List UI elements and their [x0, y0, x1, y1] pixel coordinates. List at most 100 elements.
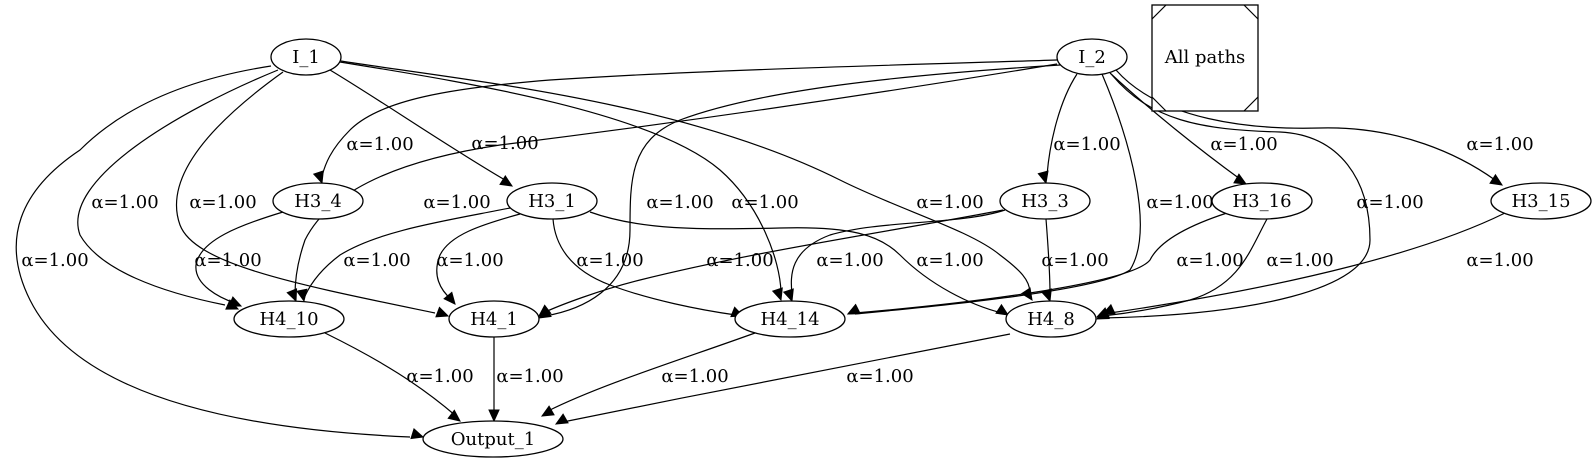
arrowhead-icon — [410, 428, 425, 440]
legend-label: All paths — [1164, 47, 1246, 68]
arrowhead-icon — [1101, 303, 1116, 315]
arrowhead-icon — [846, 303, 861, 315]
edge-weight-label: α=1.00 — [1176, 250, 1243, 271]
edge-h3-1-to-h4-14: α=1.00 — [552, 218, 745, 318]
node-label: H3_4 — [294, 191, 342, 212]
edge-line — [1109, 212, 1506, 314]
legend-corner — [1243, 4, 1259, 20]
edge-weight-label: α=1.00 — [661, 366, 728, 387]
edge-line — [552, 218, 737, 316]
edge-h4-10-to-output-1: α=1.00 — [324, 332, 474, 422]
edge-weight-label: α=1.00 — [189, 192, 256, 213]
edge-weight-label: α=1.00 — [916, 250, 983, 271]
arrowhead-icon — [443, 291, 456, 305]
node-label: H4_14 — [760, 309, 819, 330]
edge-line — [854, 73, 1141, 315]
edge-h3-1-to-h4-10: α=1.00 — [296, 207, 511, 303]
edge-h3-16-to-h4-14: α=1.00 — [846, 212, 1244, 315]
node-ellipse — [506, 182, 598, 220]
edge-line — [321, 59, 1058, 177]
edge-weight-label: α=1.00 — [194, 250, 261, 271]
edge-line — [339, 61, 782, 293]
edge-weight-label: α=1.00 — [1146, 192, 1213, 213]
node-output-1: Output_1 — [422, 420, 564, 458]
edge-weight-label: α=1.00 — [406, 366, 473, 387]
edge-line — [15, 65, 411, 438]
edge-h3-3-to-h4-1: α=1.00 — [538, 209, 1004, 317]
edge-weight-label: α=1.00 — [1266, 250, 1333, 271]
legend-box: All paths — [1151, 4, 1259, 112]
edge-line — [1109, 72, 1241, 180]
edge-line — [77, 69, 279, 306]
edge-weight-label: α=1.00 — [706, 250, 773, 271]
edge-weight-label: α=1.00 — [423, 192, 490, 213]
legend-corner — [1151, 96, 1167, 112]
node-ellipse — [734, 300, 846, 338]
edge-line — [1045, 218, 1051, 295]
arrowhead-icon — [771, 287, 783, 302]
arrowhead-icon — [554, 413, 569, 425]
arrowhead-icon — [782, 288, 794, 303]
edge-weight-label: α=1.00 — [576, 250, 643, 271]
arrowhead-icon — [1489, 173, 1504, 186]
node-h3-16: H3_16 — [1211, 182, 1313, 220]
edge-weight-label: α=1.00 — [471, 133, 538, 154]
node-h4-14: H4_14 — [734, 300, 846, 338]
edge-weight-label: α=1.00 — [1466, 250, 1533, 271]
node-label: I_1 — [292, 47, 320, 68]
arrowhead-icon — [228, 296, 243, 307]
node-h4-1: H4_1 — [448, 300, 540, 338]
edge-weight-label: α=1.00 — [1356, 192, 1423, 213]
node-h3-15: H3_15 — [1490, 182, 1592, 220]
edge-line — [1101, 74, 1371, 319]
node-ellipse — [1056, 38, 1128, 76]
node-label: H3_16 — [1232, 191, 1291, 212]
node-label: Output_1 — [451, 429, 535, 450]
node-i-1: I_1 — [270, 38, 342, 76]
edge-i-2-to-h4-1: α=1.00 — [537, 64, 1061, 319]
edge-line — [436, 213, 521, 301]
edge-weight-label: α=1.00 — [496, 366, 563, 387]
edge-weight-label: α=1.00 — [343, 250, 410, 271]
node-label: I_2 — [1078, 47, 1106, 68]
arrowhead-icon — [447, 409, 461, 422]
edge-line — [547, 332, 756, 412]
node-ellipse — [448, 300, 540, 338]
node-ellipse — [1005, 300, 1097, 338]
edge-line — [294, 63, 1058, 296]
edge-weight-label: α=1.00 — [1053, 134, 1120, 155]
node-ellipse — [1490, 182, 1592, 220]
node-label: H4_10 — [259, 309, 318, 330]
edge-line — [340, 60, 1031, 294]
node-h3-4: H3_4 — [272, 182, 364, 220]
legend-corner — [1151, 4, 1167, 20]
edge-h3-1-to-h4-8: α=1.00 — [589, 211, 1010, 316]
node-h4-8: H4_8 — [1005, 300, 1097, 338]
legend-corner — [1243, 96, 1259, 112]
edge-line — [562, 333, 1011, 423]
node-ellipse — [422, 420, 564, 458]
edge-weight-label: α=1.00 — [346, 134, 413, 155]
arrowhead-icon — [1233, 173, 1248, 185]
node-label: H4_1 — [470, 309, 518, 330]
edge-weight-label: α=1.00 — [816, 250, 883, 271]
legend-frame — [1151, 4, 1259, 112]
edge-line — [329, 69, 506, 181]
edge-i-2-to-h3-16: α=1.00 — [1109, 72, 1278, 185]
arrowhead-icon — [286, 288, 298, 303]
node-label: H3_15 — [1511, 191, 1570, 212]
edge-weight-label: α=1.00 — [1466, 134, 1533, 155]
node-ellipse — [272, 182, 364, 220]
node-ellipse — [233, 300, 345, 338]
edge-weight-label: α=1.00 — [436, 250, 503, 271]
edge-h4-1-to-output-1: α=1.00 — [488, 337, 564, 423]
arrowhead-icon — [499, 175, 514, 187]
edge-line — [195, 211, 284, 304]
edge-h3-3-to-h4-8: α=1.00 — [1040, 218, 1109, 303]
edge-h4-8-to-output-1: α=1.00 — [554, 333, 1011, 425]
edge-h3-3-to-h4-14: α=1.00 — [782, 209, 1006, 303]
arrowhead-icon — [995, 303, 1010, 316]
edge-weight-label: α=1.00 — [1041, 250, 1108, 271]
